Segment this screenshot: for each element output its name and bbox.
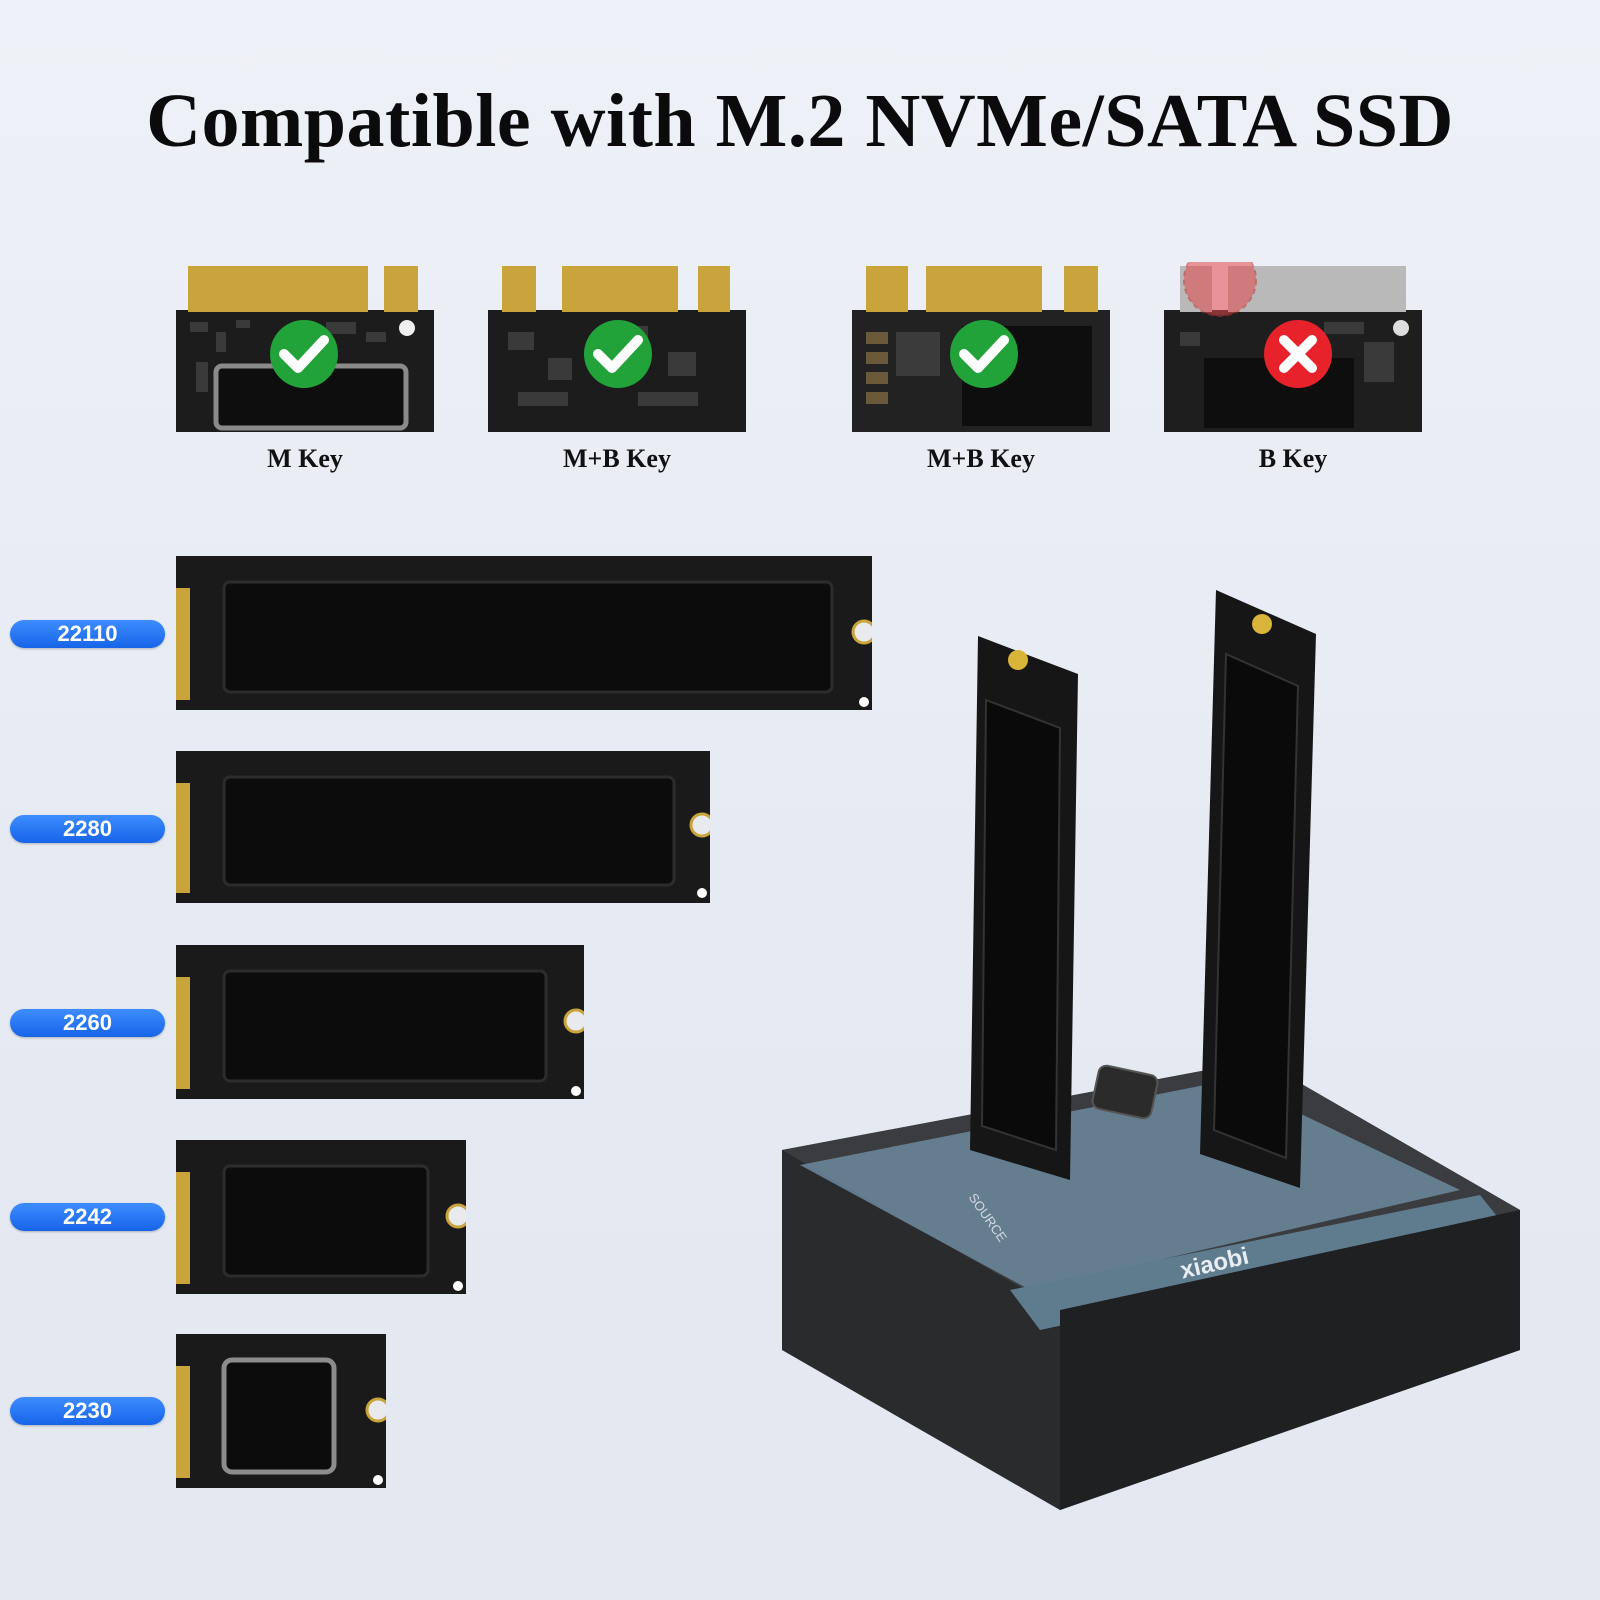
cross-icon bbox=[1264, 320, 1332, 388]
ssd-2280-image bbox=[176, 751, 710, 903]
b-key-card bbox=[1164, 262, 1422, 432]
ssd-2242-image bbox=[176, 1140, 466, 1294]
size-badge-22110: 22110 bbox=[10, 620, 165, 648]
check-icon bbox=[584, 320, 652, 388]
dual-bay-dock: xiaobi SOURCE bbox=[760, 590, 1550, 1590]
ssd-2230-image bbox=[176, 1334, 386, 1488]
b-key-label: B Key bbox=[1258, 444, 1328, 473]
m-key-card bbox=[176, 262, 434, 432]
m-key-label: M Key bbox=[267, 444, 343, 473]
page-title: Compatible with M.2 NVMe/SATA SSD bbox=[146, 79, 1454, 163]
mb-key-card-2 bbox=[852, 262, 1110, 432]
mb-key-label-1: M+B Key bbox=[563, 444, 671, 473]
ssd-22110-image bbox=[176, 556, 872, 710]
check-icon bbox=[270, 320, 338, 388]
left-ssd-inserted bbox=[970, 636, 1078, 1180]
mb-key-label-2: M+B Key bbox=[927, 444, 1035, 473]
ssd-2260-image bbox=[176, 945, 584, 1099]
size-badge-2260: 2260 bbox=[10, 1009, 165, 1037]
size-badge-2242: 2242 bbox=[10, 1203, 165, 1231]
check-icon bbox=[950, 320, 1018, 388]
mb-key-card-1 bbox=[488, 262, 746, 432]
right-ssd-inserted bbox=[1200, 590, 1316, 1188]
size-badge-2280: 2280 bbox=[10, 815, 165, 843]
size-badge-2230: 2230 bbox=[10, 1397, 165, 1425]
